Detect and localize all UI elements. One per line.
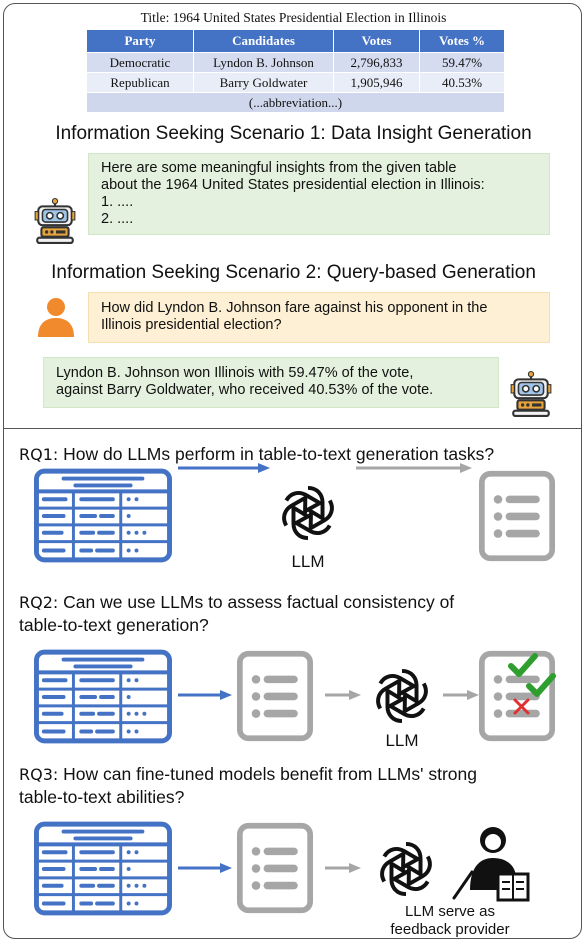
arrow-right-icon [178, 690, 232, 700]
rq1-question: RQ1: How do LLMs perform in table-to-tex… [19, 443, 494, 466]
bubble-line: 1. .... [101, 194, 134, 210]
table-cell: 1,905,946 [333, 72, 420, 93]
user-icon [38, 298, 74, 337]
bubble-line: How did Lyndon B. Johnson fare against h… [101, 300, 488, 316]
bubble-line: 2. .... [101, 211, 134, 227]
llm-label: LLM [385, 731, 419, 750]
rq3-prefix: RQ3: [19, 765, 59, 784]
table-header: Votes [333, 29, 420, 53]
table-header: Candidates [193, 29, 334, 53]
llm-icon [375, 841, 437, 897]
rq3-text: table-to-text abilities? [19, 787, 185, 807]
figure-frame [3, 3, 582, 939]
insight-bubble: Here are some meaningful insights from t… [88, 153, 550, 235]
table-cell: Lyndon B. Johnson [193, 52, 334, 73]
cross-icon [513, 698, 530, 715]
abbreviation-cell: (...abbreviation...) [86, 92, 505, 113]
table-icon [34, 649, 172, 744]
scenario2-title: Information Seeking Scenario 2: Query-ba… [51, 262, 536, 283]
rq1-text: How do LLMs perform in table-to-text gen… [58, 444, 495, 464]
bubble-line: about the 1964 United States presidentia… [101, 177, 485, 193]
table-header: Votes % [419, 29, 505, 53]
label-line: feedback provider [390, 921, 510, 938]
table-header: Party [86, 29, 194, 53]
document-icon [237, 822, 313, 914]
bubble-line: Lyndon B. Johnson won Illinois with 59.4… [56, 365, 414, 381]
table-cell: 2,796,833 [333, 52, 420, 73]
llm-icon [277, 485, 339, 541]
bubble-line: against Barry Goldwater, who received 40… [56, 382, 434, 398]
bubble-line: Here are some meaningful insights from t… [101, 160, 457, 176]
table-title: Title: 1964 United States Presidential E… [140, 10, 447, 25]
llm-feedback-label: LLM serve as feedback provider [370, 903, 530, 939]
section-divider [3, 428, 582, 429]
rq2-text: Can we use LLMs to assess factual consis… [58, 592, 455, 612]
table-row: (...abbreviation...) [86, 92, 505, 113]
arrow-right-icon [178, 463, 270, 473]
bubble-line: Illinois presidential election? [101, 317, 282, 333]
teacher-icon [452, 827, 530, 902]
robot-icon [510, 371, 552, 417]
table-cell: Democratic [86, 52, 194, 73]
table-icon [34, 821, 172, 916]
rq2-prefix: RQ2: [19, 593, 59, 612]
robot-icon [34, 198, 76, 244]
table-cell: Republican [86, 72, 194, 93]
election-table: Party Candidates Votes Votes % Democrati… [86, 29, 505, 113]
table-icon [34, 468, 172, 563]
rq1-prefix: RQ1: [19, 445, 59, 464]
check-icon [508, 653, 556, 697]
table-row: Republican Barry Goldwater 1,905,946 40.… [86, 72, 505, 93]
rq2-question: RQ2: Can we use LLMs to assess factual c… [19, 591, 454, 637]
arrow-right-icon [356, 463, 472, 473]
llm-label: LLM [291, 552, 325, 571]
table-cell: 59.47% [419, 52, 505, 73]
rq3-question: RQ3: How can fine-tuned models benefit f… [19, 763, 477, 809]
table-cell: 40.53% [419, 72, 505, 93]
scenario1-title: Information Seeking Scenario 1: Data Ins… [55, 123, 532, 144]
table-row: Democratic Lyndon B. Johnson 2,796,833 5… [86, 52, 505, 73]
arrow-right-icon [443, 690, 479, 700]
rq3-text: How can fine-tuned models benefit from L… [58, 764, 477, 784]
document-icon [479, 470, 555, 562]
question-bubble: How did Lyndon B. Johnson fare against h… [88, 292, 550, 343]
answer-bubble: Lyndon B. Johnson won Illinois with 59.4… [43, 357, 499, 408]
table-cell: Barry Goldwater [193, 72, 334, 93]
document-icon [237, 650, 313, 742]
arrow-right-icon [178, 863, 232, 873]
arrow-right-icon [325, 863, 361, 873]
llm-icon [371, 668, 433, 724]
rq2-text: table-to-text generation? [19, 615, 209, 635]
label-line: LLM serve as [404, 903, 496, 920]
arrow-right-icon [325, 690, 361, 700]
